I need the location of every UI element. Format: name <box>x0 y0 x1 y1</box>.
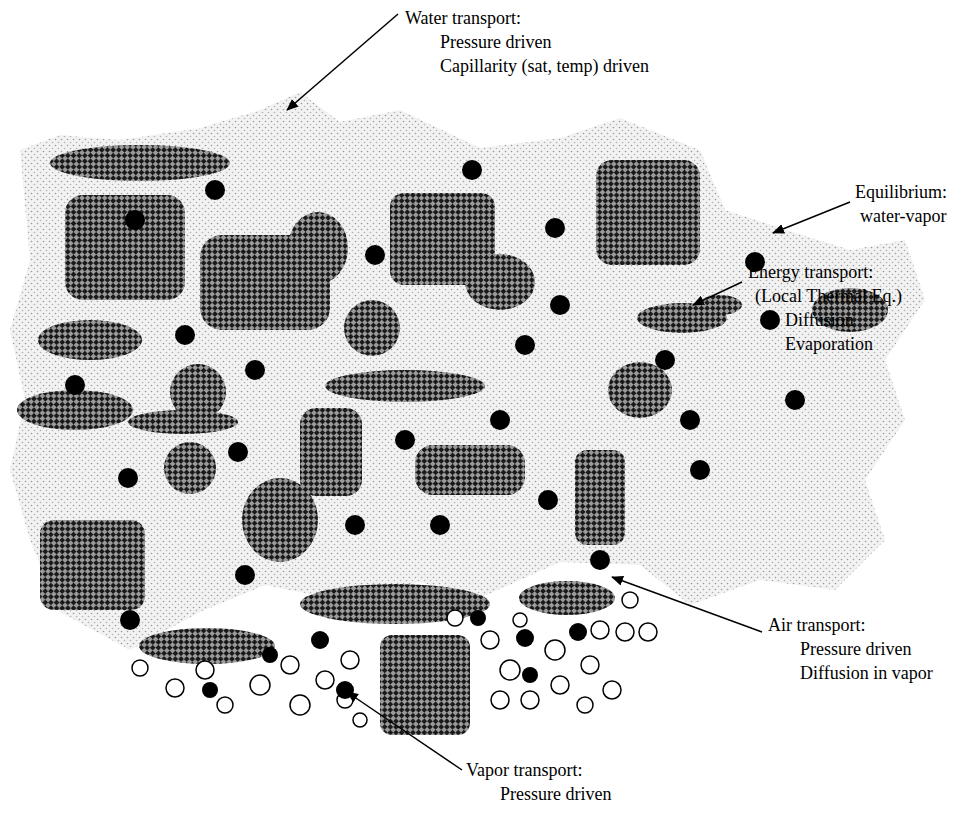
callout-heading: Equilibrium: <box>855 182 947 202</box>
callout-text: Pressure driven <box>440 32 551 52</box>
vapor-dots <box>65 160 805 630</box>
callout-text: Evaporation <box>785 334 873 354</box>
callout-text: Diffusion in vapor <box>800 663 933 683</box>
callout-text: (Local Thermal Eq.) <box>755 286 902 306</box>
air-bubbles <box>132 592 657 727</box>
callout-heading: Water transport: <box>405 8 521 28</box>
solid-grains <box>17 145 888 735</box>
callout-heading: Air transport: <box>768 615 865 635</box>
callout-text: water-vapor <box>860 206 947 226</box>
callout-heading: Energy transport: <box>748 262 873 282</box>
callout-text: Diffusion <box>785 310 854 330</box>
water-region <box>10 92 925 650</box>
leader-lines <box>287 14 850 770</box>
callout-text: Capillarity (sat, temp) driven <box>440 56 649 76</box>
callout-text: Pressure driven <box>500 784 611 804</box>
callout-text: Pressure driven <box>800 639 911 659</box>
vapor-dots <box>202 610 587 699</box>
callout-heading: Vapor transport: <box>466 760 582 780</box>
